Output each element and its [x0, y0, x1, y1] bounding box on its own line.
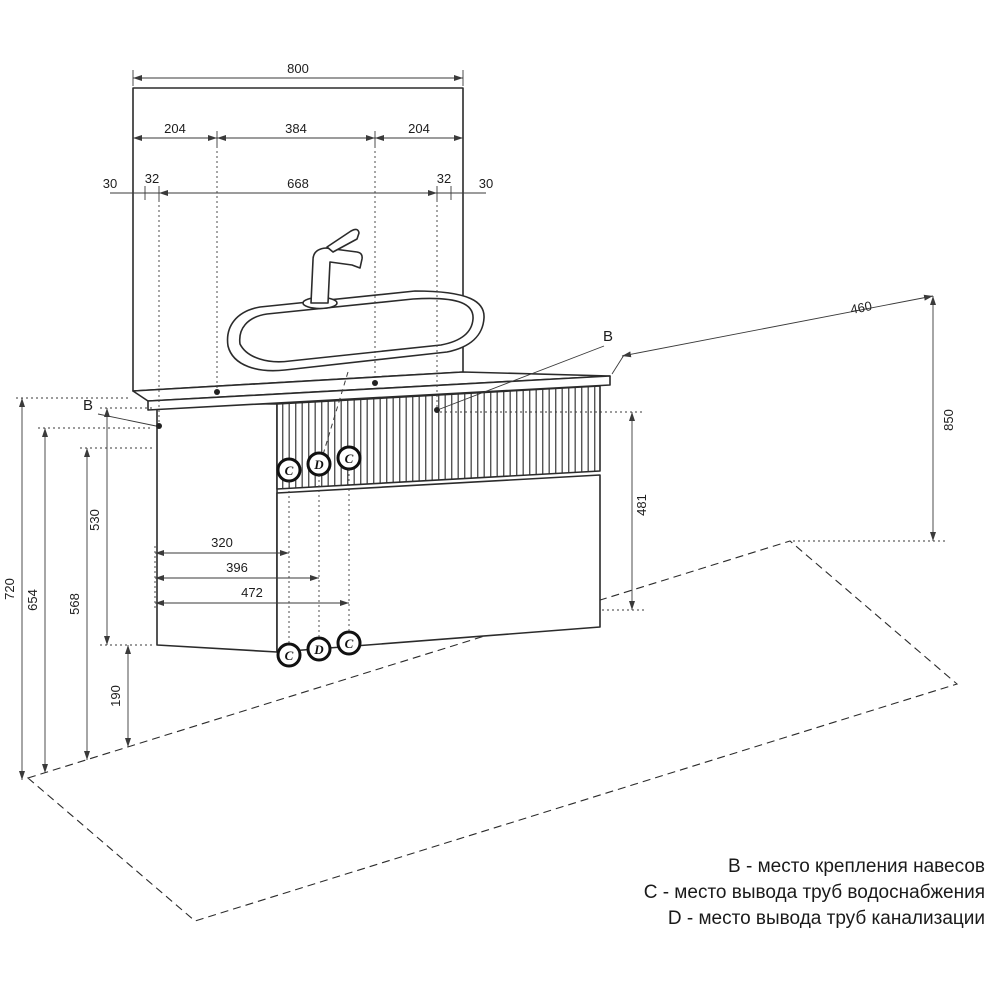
sink-inner-rim	[238, 297, 474, 363]
hanger-point-left	[156, 423, 162, 429]
dim-top-height: 720	[2, 578, 17, 600]
dim-height-total: 850	[941, 409, 956, 431]
dim-door-height: 481	[634, 494, 649, 516]
extension-lines	[16, 70, 945, 646]
faucet-lever	[326, 228, 360, 253]
dimension-lines	[19, 75, 936, 780]
dim-total-width: 800	[287, 61, 309, 76]
dim-floor-gap: 190	[108, 685, 123, 707]
water-point-circle	[276, 642, 302, 668]
water-letter: C	[345, 636, 354, 651]
cabinet-lower-front	[276, 474, 601, 653]
dim-edge-right: 30	[479, 176, 493, 191]
sink-edge-point-right	[372, 380, 378, 386]
dim-hanger-height: 654	[25, 589, 40, 611]
countertop-edge	[147, 375, 611, 411]
dim-pipe-c1: 320	[211, 535, 233, 550]
dim-pipe-d: 396	[226, 560, 248, 575]
dim-pipes-height: 568	[67, 593, 82, 615]
dim-offset-left: 204	[164, 121, 186, 136]
legend-hangers: B - место крепления навесов	[728, 856, 985, 877]
sink-edge-point-left	[214, 389, 220, 395]
water-letter: C	[285, 648, 294, 663]
hanger-point-right	[434, 407, 440, 413]
dim-sink-width: 384	[285, 121, 307, 136]
hanger-label-left: B	[83, 397, 93, 414]
dim-pipe-c2: 472	[241, 585, 263, 600]
drain-connector-line	[321, 371, 349, 459]
dim-hanger-offset-right: 32	[437, 171, 451, 186]
dim-depth: 460	[849, 298, 873, 317]
water-point-circle	[336, 630, 362, 656]
legend-water-supply: C - место вывода труб водоснабжения	[644, 882, 985, 903]
legend-sewage: D - место вывода труб канализации	[668, 908, 985, 929]
dim-hanger-offset-left: 32	[145, 171, 159, 186]
cabinet-left-side	[156, 402, 278, 653]
drain-point-circle	[306, 636, 332, 662]
floor-outline	[26, 540, 959, 922]
dim-offset-right: 204	[408, 121, 430, 136]
hanger-label-right: B	[603, 328, 613, 345]
water-letter: C	[345, 451, 354, 466]
dim-hanger-span: 668	[287, 176, 309, 191]
water-letter: C	[285, 463, 294, 478]
faucet-body	[310, 247, 363, 304]
dim-cabinet-height: 530	[87, 509, 102, 531]
drain-letter: D	[313, 457, 324, 472]
drain-letter: D	[313, 642, 324, 657]
dim-edge-left: 30	[103, 176, 117, 191]
